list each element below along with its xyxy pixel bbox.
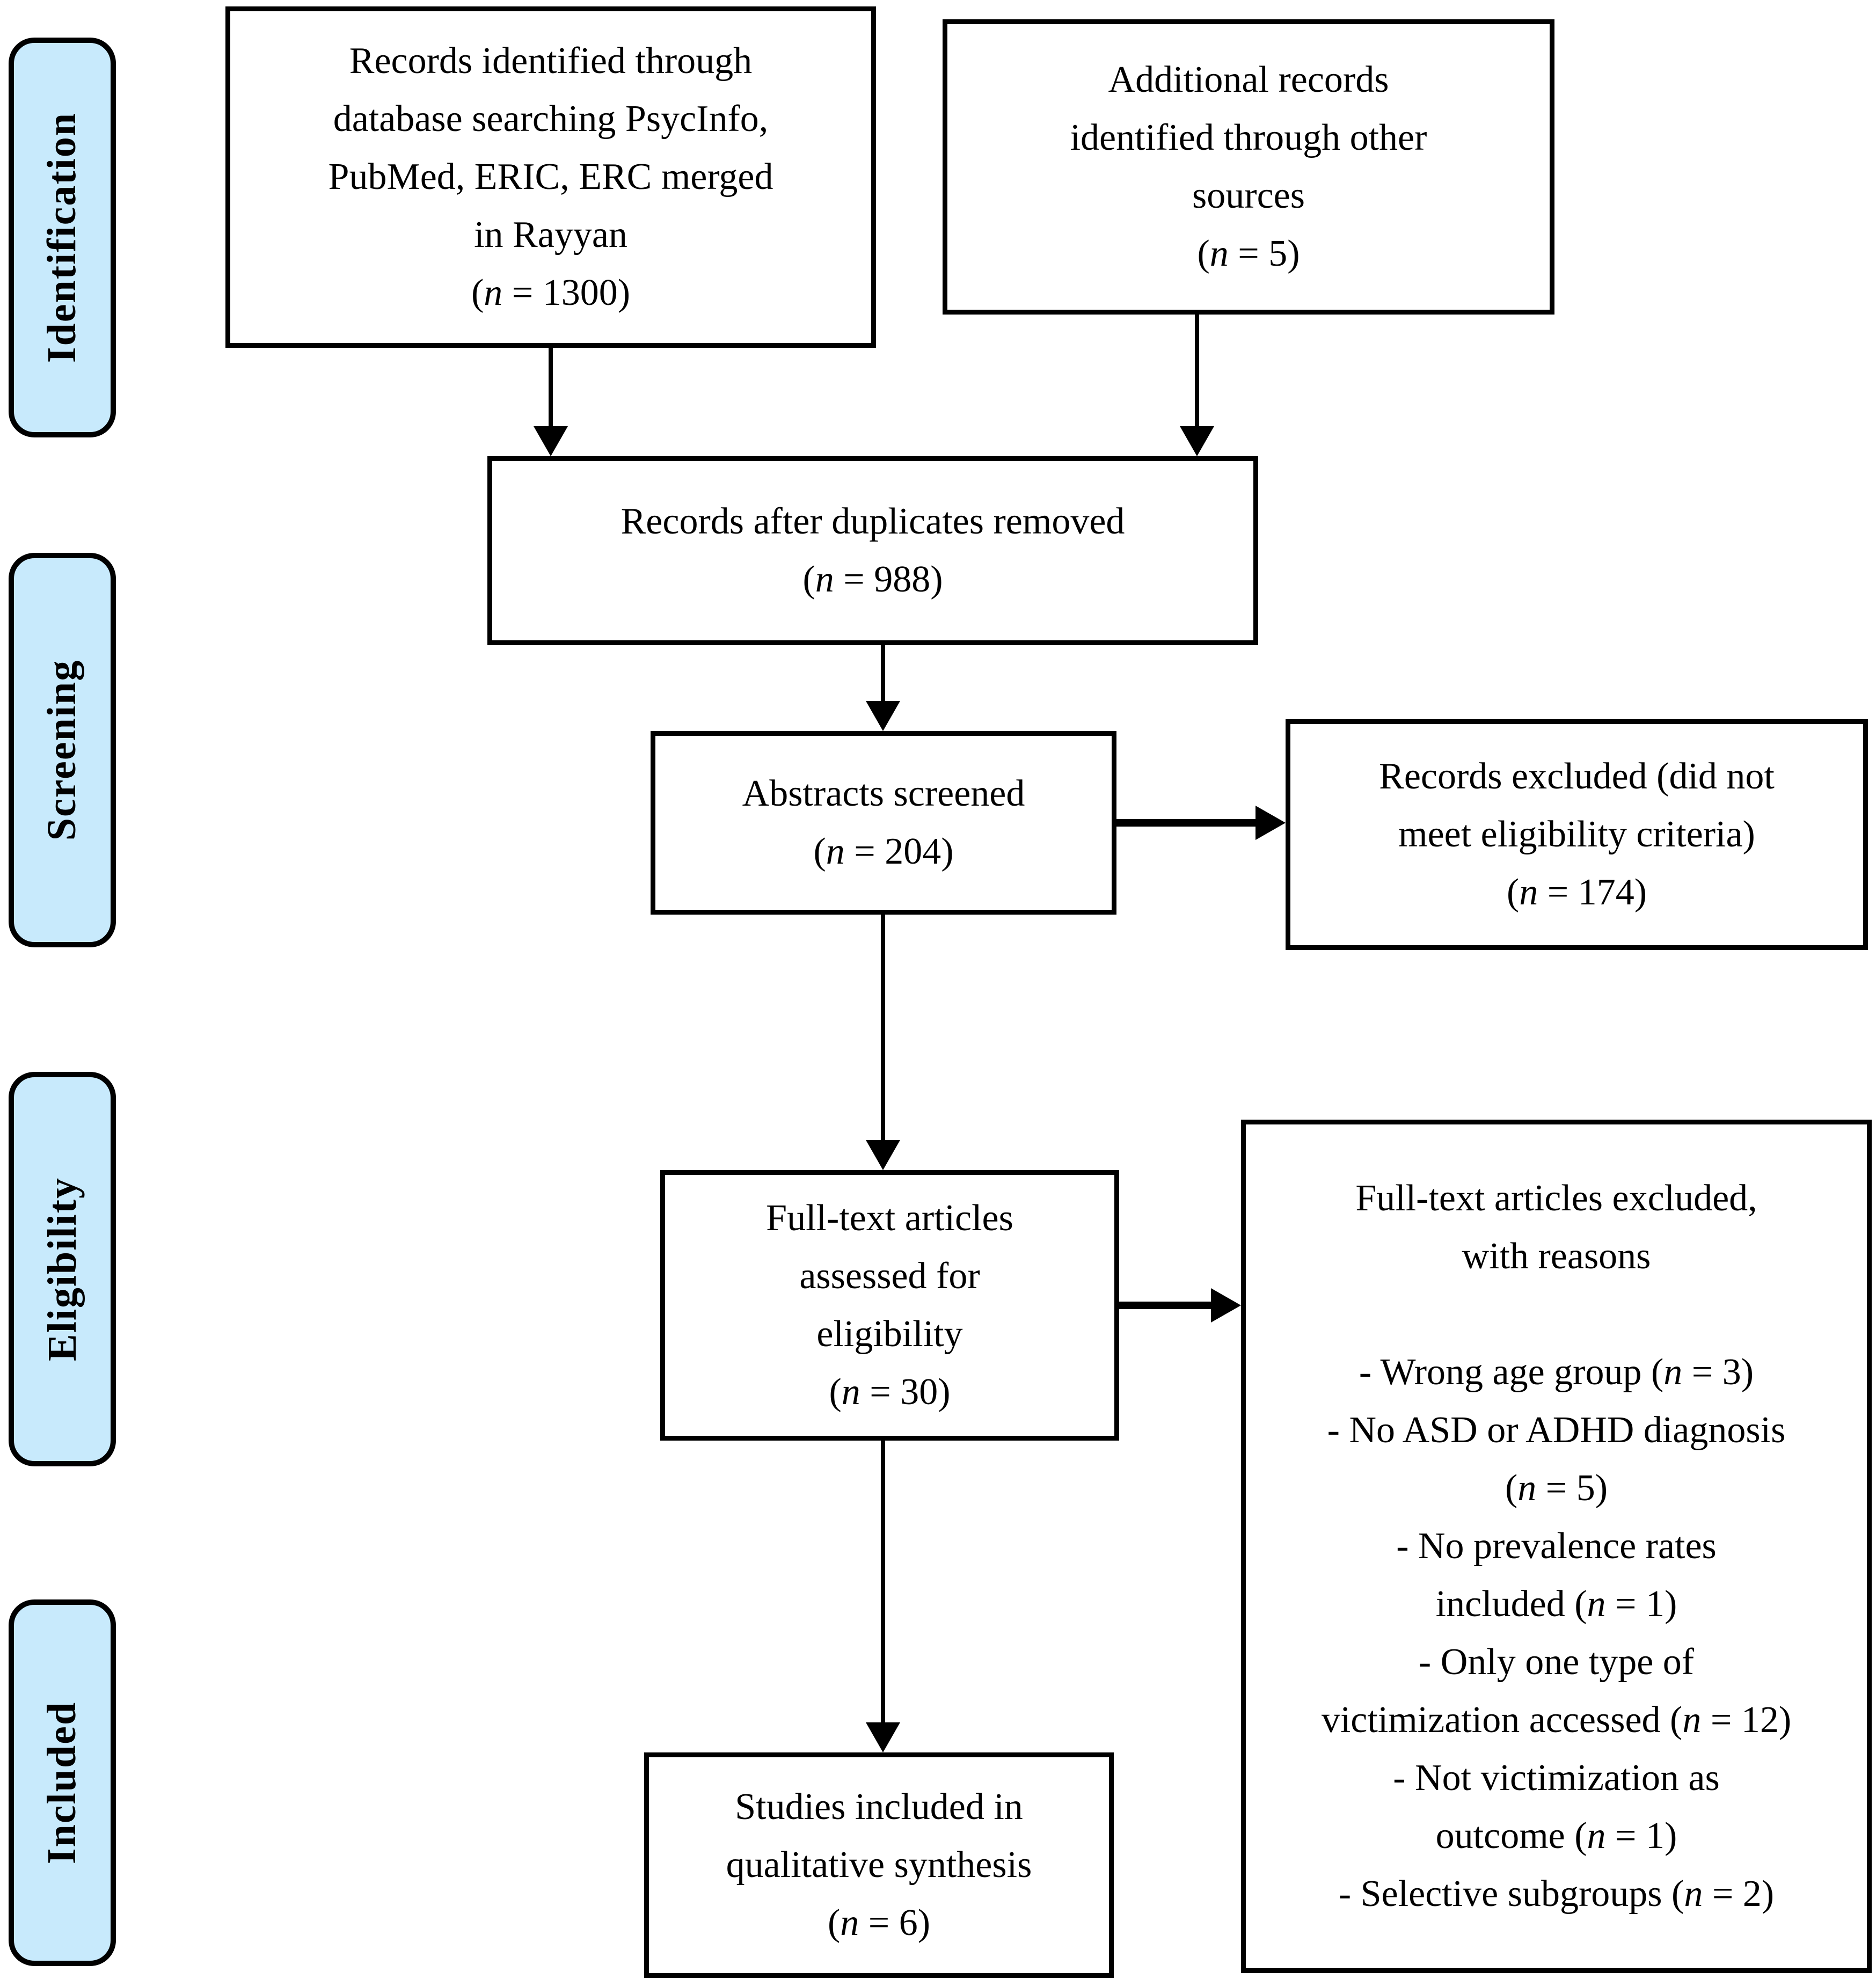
arrow-identified-to-duplicates-stem: [549, 348, 553, 426]
arrow-abstracts-to-excluded-stem: [1116, 819, 1255, 827]
flow-box-abstracts-screened: Abstracts screened(n = 204): [651, 731, 1116, 915]
arrow-additional-to-duplicates-head: [1180, 426, 1214, 456]
stage-label-identification: Identification: [39, 112, 85, 363]
flow-box-abstracts-screened-text: Abstracts screened(n = 204): [742, 773, 1025, 872]
stage-identification: Identification: [9, 38, 116, 437]
flow-box-duplicates-removed-text: Records after duplicates removed(n = 988…: [621, 501, 1125, 600]
stage-eligibility: Eligibility: [9, 1072, 116, 1466]
arrow-abstracts-to-fulltext-stem: [881, 915, 885, 1140]
stage-screening: Screening: [9, 553, 116, 947]
arrow-fulltext-to-reasons-stem: [1119, 1302, 1211, 1309]
stage-included: Included: [9, 1599, 116, 1966]
stage-label-screening: Screening: [39, 659, 85, 841]
stage-label-eligibility: Eligibility: [39, 1177, 85, 1361]
flow-box-duplicates-removed: Records after duplicates removed(n = 988…: [487, 456, 1258, 645]
arrow-duplicates-to-abstracts-stem: [881, 645, 885, 701]
arrow-abstracts-to-excluded-head: [1255, 806, 1286, 840]
flow-box-fulltext-excluded-reasons-text: Full-text articles excluded,with reasons…: [1321, 1178, 1792, 1915]
arrow-fulltext-to-reasons-head: [1211, 1288, 1241, 1323]
arrow-fulltext-to-included-stem: [881, 1441, 885, 1722]
flow-box-fulltext-excluded-reasons: Full-text articles excluded,with reasons…: [1241, 1120, 1872, 1973]
arrow-additional-to-duplicates-stem: [1195, 315, 1199, 426]
arrow-duplicates-to-abstracts-head: [866, 701, 900, 731]
stage-label-included: Included: [39, 1701, 85, 1865]
arrow-identified-to-duplicates-head: [534, 426, 568, 456]
arrow-abstracts-to-fulltext-head: [866, 1140, 900, 1170]
arrow-fulltext-to-included-head: [866, 1722, 900, 1752]
